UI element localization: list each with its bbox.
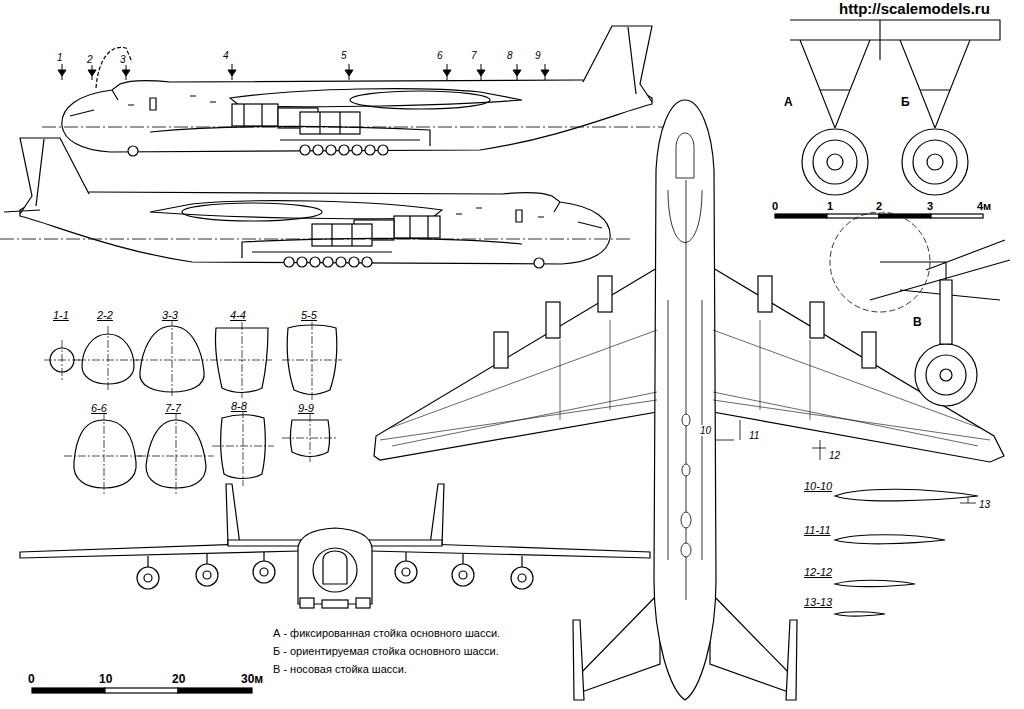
callout-label: 4м (976, 200, 992, 212)
callout-label: 9 (534, 50, 542, 61)
callout-label: 11 (748, 430, 760, 441)
callout-label: 2 (86, 54, 94, 65)
callout-label: 11-11 (803, 524, 832, 536)
callout-label: 13 (978, 499, 991, 510)
callout-label: 4-4 (229, 309, 247, 321)
callout-label: 0 (27, 673, 36, 686)
callout-label: 2-2 (96, 309, 114, 321)
callout-label: 10 (98, 673, 113, 686)
watermark: http://scalemodels.ru (838, 1, 991, 18)
callout-label: 10 (699, 425, 712, 436)
callout-label: 7-7 (164, 402, 182, 414)
callout-label: 1-1 (52, 309, 70, 321)
callout-label: 12 (828, 450, 841, 461)
callout-label: 4 (222, 50, 230, 61)
callout-label: 20 (171, 673, 186, 686)
callout-label: 5-5 (300, 309, 318, 321)
callout-label: В (912, 316, 923, 329)
callout-label: 10-10 (803, 480, 833, 492)
callout-label: А (783, 96, 794, 109)
callout-label: Б (900, 96, 911, 109)
callout-label: Б - ориентируемая стойка основного шасси… (272, 645, 500, 657)
callout-label: 6-6 (90, 402, 108, 414)
callout-label: 5 (340, 50, 348, 61)
callout-label: А - фиксированная стойка основного шасси… (272, 627, 501, 639)
callout-label: 1 (826, 200, 834, 212)
callout-label: 1 (56, 52, 64, 63)
callout-label: 6 (436, 50, 444, 61)
callout-label: 0 (771, 200, 779, 212)
callout-label: 12-12 (803, 566, 833, 578)
callout-label: 3 (926, 200, 934, 212)
callout-label: 3 (119, 54, 127, 65)
callout-label: 30м (240, 673, 264, 686)
callout-label: 9-9 (297, 402, 315, 414)
callout-label: 8-8 (230, 400, 248, 412)
callout-label: 8 (506, 50, 514, 61)
callout-label: В - носовая стойка шасси. (272, 663, 408, 675)
callout-label: 2 (875, 200, 883, 212)
callout-label: 13-13 (803, 596, 833, 608)
callout-label: 3-3 (161, 309, 179, 321)
callout-label: 7 (470, 50, 478, 61)
